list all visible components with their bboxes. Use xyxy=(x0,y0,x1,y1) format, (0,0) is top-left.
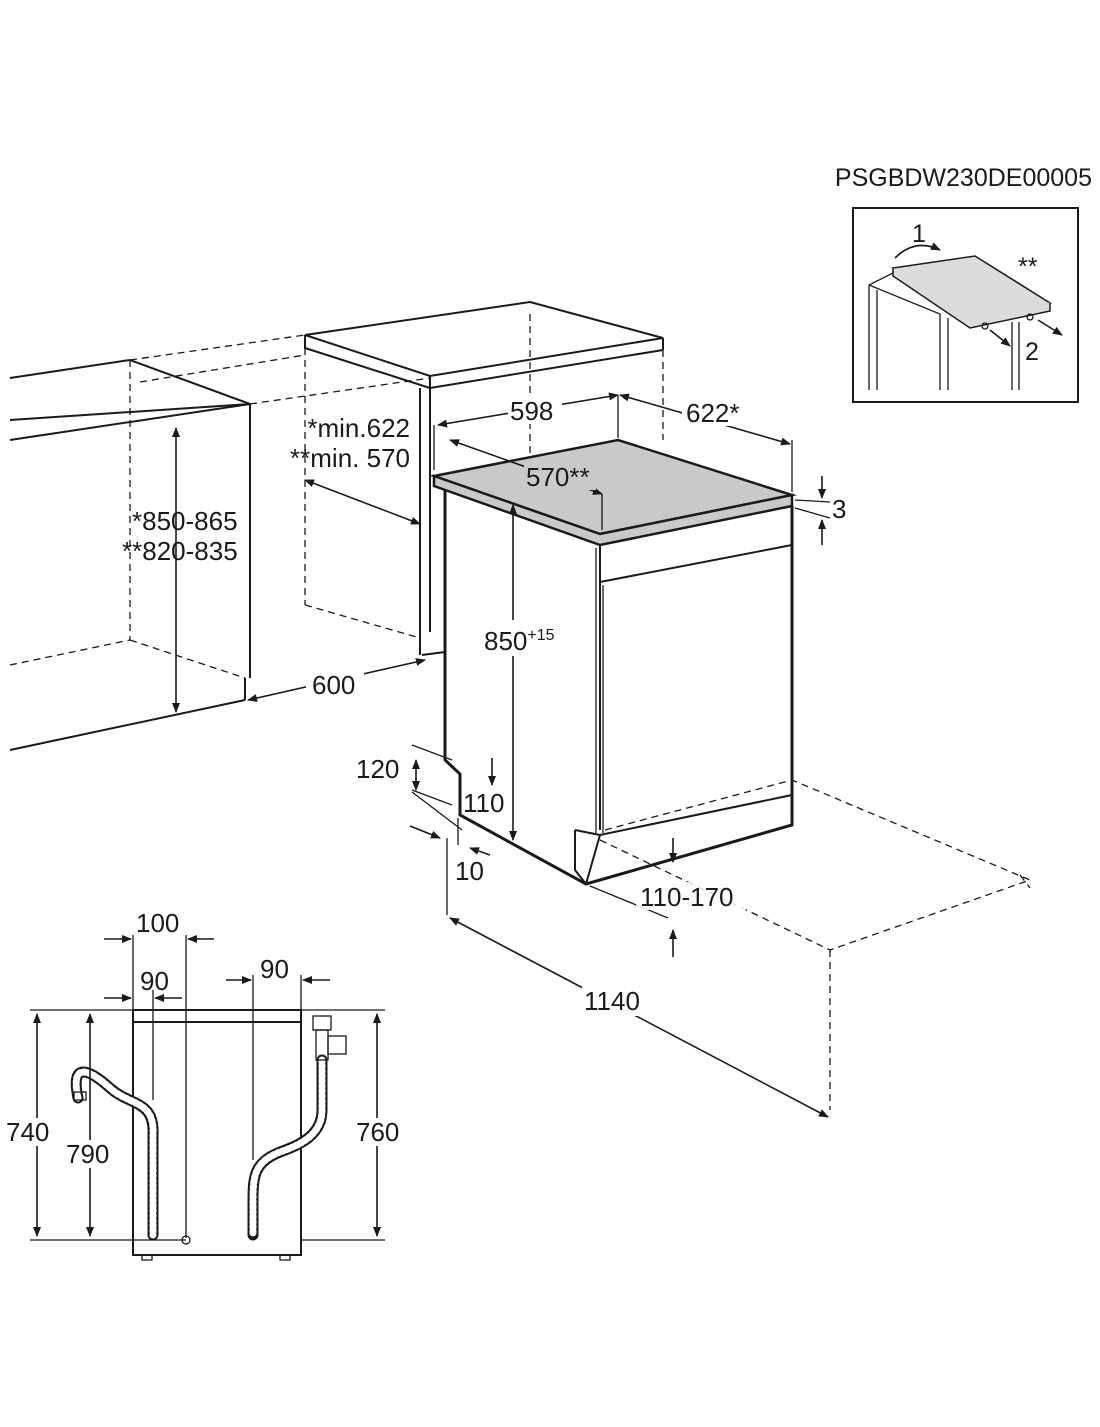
niche-depth-label-2: **min. 570 xyxy=(290,443,410,473)
left-cabinet xyxy=(9,334,431,751)
plinth-10-label: 10 xyxy=(455,856,484,886)
plinth-10-arrow-left xyxy=(409,825,441,839)
niche-width-label: 600 xyxy=(312,670,355,700)
floor-outline xyxy=(599,779,1032,1110)
inset-step-2: 2 xyxy=(1025,338,1039,366)
inset-frame xyxy=(852,207,1079,403)
plinth-range-label: 110-170 xyxy=(640,882,734,912)
inset-cabinet-front xyxy=(868,284,941,390)
niche-height-label-2: **820-835 xyxy=(122,536,238,566)
worktop-gap-label: 3 xyxy=(832,494,846,524)
inset-note: ** xyxy=(1018,253,1038,281)
depth-label: 622* xyxy=(686,398,740,428)
h760-label: 760 xyxy=(356,1117,399,1147)
inset-step-1: 1 xyxy=(912,220,926,248)
depth-alt-label: 570** xyxy=(526,462,590,492)
rear-view-body xyxy=(132,1009,302,1256)
niche-height-label-1: *850-865 xyxy=(132,506,238,536)
inset-arrow-1 xyxy=(894,242,941,259)
door-open-dimension xyxy=(449,917,829,1118)
niche-depth-dimension xyxy=(304,479,421,525)
niche-depth-label-1: *min.622 xyxy=(307,413,410,443)
width-label: 598 xyxy=(510,396,553,426)
plinth-10-arrow-right xyxy=(469,847,491,856)
plinth-120-label: 120 xyxy=(356,754,399,784)
h740-label: 740 xyxy=(6,1117,49,1147)
inset-arrow-2b xyxy=(1037,319,1063,336)
dishwasher-body-outline xyxy=(443,490,794,886)
w90-right-label: 90 xyxy=(260,954,289,984)
door-open-label: 1140 xyxy=(584,986,640,1016)
height-label: 850+15 xyxy=(484,626,555,656)
w90-left-label: 90 xyxy=(140,966,169,996)
worktop-removal-inset: 1 2 ** xyxy=(852,207,1079,403)
plinth-110-label: 110 xyxy=(463,788,504,818)
rear-view xyxy=(70,1009,347,1261)
inset-arrow-2a xyxy=(989,329,1011,347)
h790-label: 790 xyxy=(66,1139,109,1169)
reference-code: PSGBDW230DE00005 xyxy=(835,164,1092,192)
w100-label: 100 xyxy=(136,908,179,938)
